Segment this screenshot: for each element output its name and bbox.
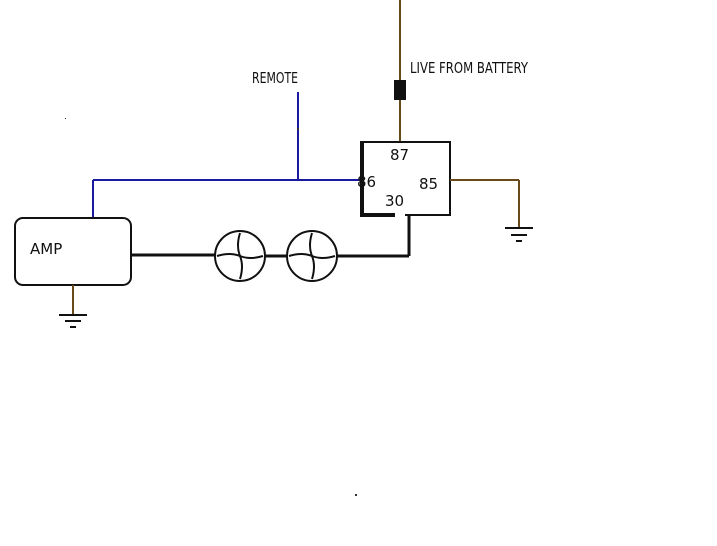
relay-pin-30-label: 30 <box>385 192 404 210</box>
speck <box>65 118 66 119</box>
relay-outline <box>360 141 451 216</box>
fan-right <box>286 230 338 282</box>
relay-pin-87-label: 87 <box>390 146 409 164</box>
relay-ground-symbol <box>505 227 533 242</box>
speck <box>355 494 357 496</box>
amp: AMP <box>14 217 132 286</box>
relay: 87 86 85 30 <box>357 141 451 217</box>
live-from-battery-label: LIVE FROM BATTERY <box>410 59 529 77</box>
fuse-block <box>394 80 406 100</box>
amp-label: AMP <box>30 240 62 258</box>
fan-left <box>214 230 266 282</box>
relay-pin-85-label: 85 <box>419 175 438 193</box>
relay-outline-left <box>360 142 395 217</box>
remote-label: REMOTE <box>252 69 298 87</box>
speck <box>297 128 299 130</box>
relay-pin-86-label: 86 <box>357 173 376 191</box>
amp-ground-symbol <box>59 314 87 328</box>
